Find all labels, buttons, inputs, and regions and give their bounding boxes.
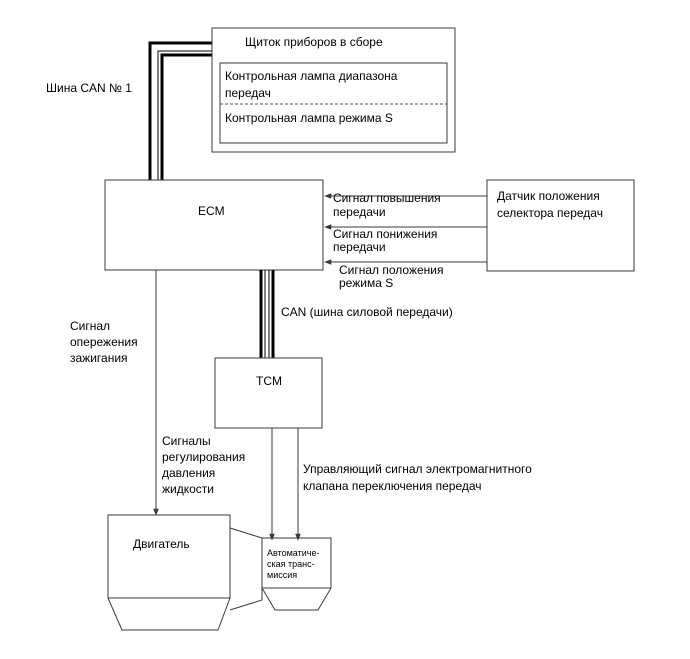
lamp-range-label-1: Контрольная лампа диапазона bbox=[225, 69, 398, 83]
selector-sensor-label-2: селектора передач bbox=[497, 206, 603, 220]
transmission-block: Автоматиче- ская транс- миссия bbox=[261, 537, 332, 611]
lamp-range-label-2: передач bbox=[225, 86, 271, 100]
fluid-pressure-label-2: регулирования bbox=[162, 450, 245, 464]
can-bus-1-label: Шина CAN № 1 bbox=[46, 81, 132, 95]
engine-label: Двигатель bbox=[133, 537, 190, 551]
fluid-pressure-label-1: Сигналы bbox=[162, 434, 211, 448]
ignition-advance-label-1: Сигнал bbox=[70, 319, 110, 333]
ignition-advance-label-2: опережения bbox=[70, 335, 138, 349]
instrument-panel: Щиток приборов в сборе Контрольная лампа… bbox=[211, 27, 456, 153]
engine-block: Двигатель bbox=[107, 514, 231, 631]
transmission-label-2: ская транс- bbox=[267, 559, 315, 569]
can-bus-1-line bbox=[148, 41, 212, 180]
solenoid-label-2: клапана переключения передач bbox=[303, 479, 482, 493]
bellhousing bbox=[229, 527, 263, 611]
solenoid-label-1: Управляющий сигнал электромагнитного bbox=[303, 462, 532, 476]
can-powertrain-line bbox=[259, 270, 275, 358]
selector-sensor-block: Датчик положения селектора передач bbox=[486, 179, 635, 272]
upshift-label-2: передачи bbox=[333, 205, 386, 219]
s-mode-label-2: режима S bbox=[339, 276, 393, 290]
instrument-panel-title: Щиток приборов в сборе bbox=[245, 35, 383, 49]
lamp-s-mode-label: Контрольная лампа режима S bbox=[225, 111, 393, 125]
ignition-advance-label-3: зажигания bbox=[70, 351, 128, 365]
transmission-label-3: миссия bbox=[267, 570, 297, 580]
ecm-label: ECM bbox=[198, 204, 225, 218]
downshift-label-1: Сигнал понижения bbox=[333, 227, 437, 241]
tcm-block: TCM bbox=[214, 357, 323, 429]
ecm-block: ECM bbox=[104, 179, 324, 271]
downshift-label-2: передачи bbox=[333, 240, 386, 254]
transmission-label-1: Автоматиче- bbox=[267, 548, 319, 558]
fluid-pressure-label-4: жидкости bbox=[162, 482, 214, 496]
selector-sensor-label-1: Датчик положения bbox=[497, 189, 600, 203]
upshift-label-1: Сигнал повышения bbox=[333, 191, 441, 205]
s-mode-label-1: Сигнал положения bbox=[339, 263, 444, 277]
can-powertrain-label: CAN (шина силовой передачи) bbox=[281, 305, 453, 319]
tcm-label: TCM bbox=[256, 374, 282, 388]
fluid-pressure-label-3: давления bbox=[162, 466, 215, 480]
